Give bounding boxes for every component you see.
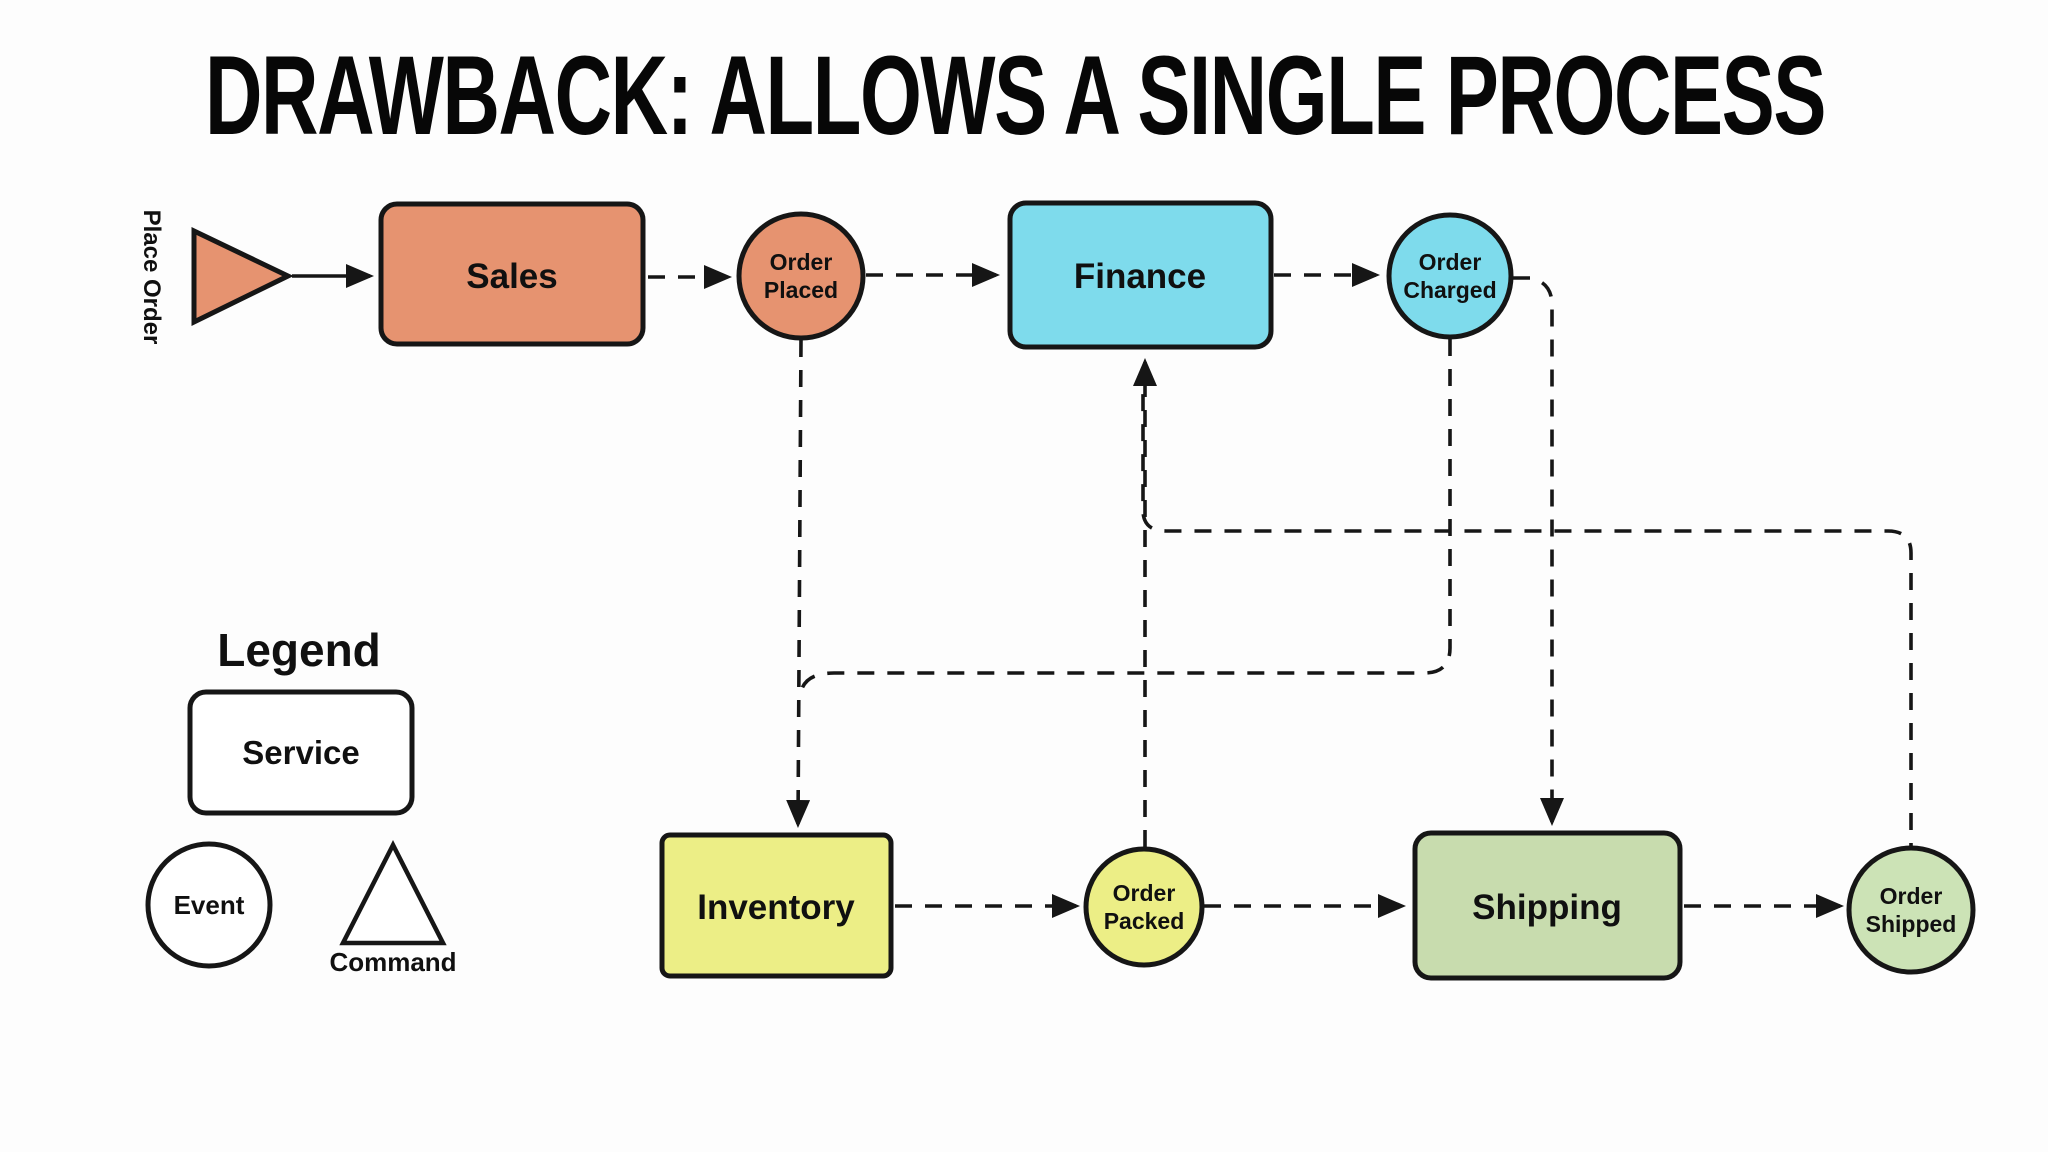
legend-service-label: Service <box>242 734 359 771</box>
legend-command-label: Command <box>329 947 456 977</box>
order-packed-label-line1: Order <box>1113 880 1176 906</box>
shipping-service-box <box>1412 830 1683 981</box>
place-order-label: Place Order <box>138 210 165 345</box>
inventory-service-box <box>659 832 894 979</box>
finance-label: Finance <box>1074 257 1206 296</box>
connector-order-shipped-to-finance <box>1141 380 1913 846</box>
legend-event-circle <box>145 841 273 969</box>
legend-title: Legend <box>217 624 381 676</box>
order-shipped-label-line1: Order <box>1880 883 1943 909</box>
order-charged-label-line2: Charged <box>1403 277 1496 303</box>
place-order-command-triangle <box>191 227 294 327</box>
sales-service-box <box>378 201 646 347</box>
legend-service-box <box>187 689 415 816</box>
sales-label: Sales <box>466 257 557 296</box>
order-placed-label-line2: Placed <box>764 277 838 303</box>
connector-order-placed-to-inventory <box>786 339 811 828</box>
legend-command-triangle <box>339 840 447 946</box>
connector-order-charged-to-shipping <box>1513 276 1564 826</box>
legend: Legend Service Event Command <box>145 624 457 977</box>
order-packed-label-line2: Packed <box>1104 908 1185 934</box>
order-charged-event-circle <box>1386 212 1514 340</box>
connectors <box>292 263 1913 918</box>
order-placed-event-circle <box>736 211 866 341</box>
inventory-label: Inventory <box>697 888 855 927</box>
connector-order-charged-to-inventory <box>798 339 1452 701</box>
order-charged-label-line1: Order <box>1419 249 1482 275</box>
finance-service-box <box>1007 200 1274 350</box>
order-shipped-label-line2: Shipped <box>1866 911 1957 937</box>
legend-event-label: Event <box>174 890 245 920</box>
order-placed-label-line1: Order <box>770 249 833 275</box>
page-title: DRAWBACK: ALLOWS A SINGLE PROCESS <box>205 33 1825 158</box>
order-packed-event-circle <box>1083 846 1205 968</box>
order-shipped-event-circle <box>1846 845 1976 975</box>
shipping-label: Shipping <box>1472 888 1622 927</box>
